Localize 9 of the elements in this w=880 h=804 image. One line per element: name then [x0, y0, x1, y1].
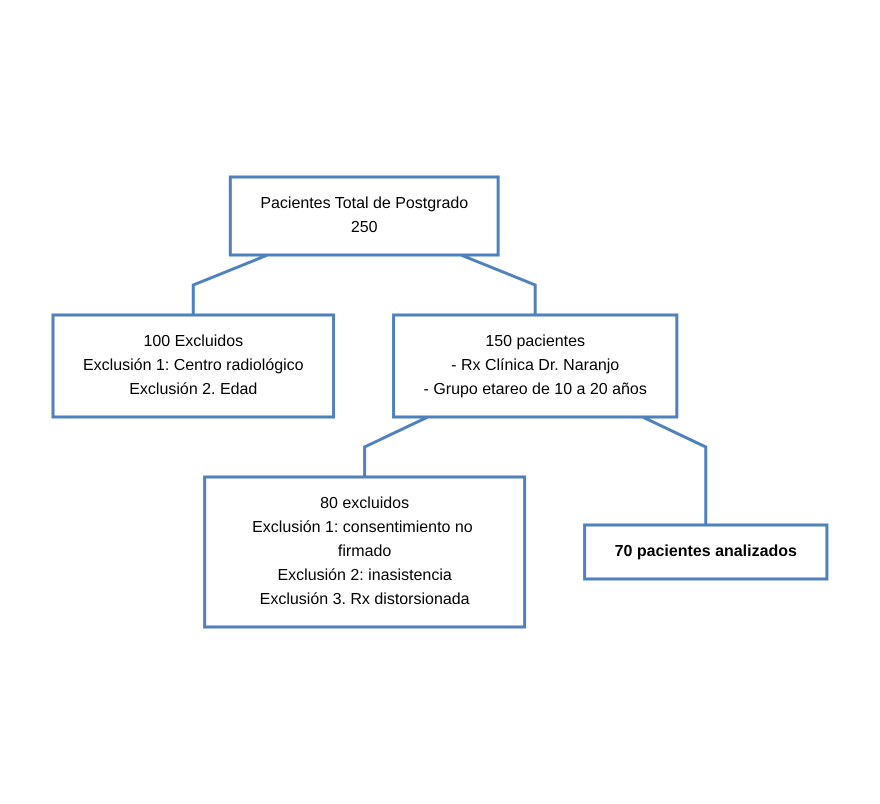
- connector: [642, 416, 708, 525]
- node-box: 70 pacientes analizados: [583, 524, 828, 580]
- connector: [192, 254, 268, 315]
- node-box: 80 excluidos Exclusión 1: consentimiento no firmado Exclusión 2: inasistencia Exclusión 3. Rx distorsionada: [203, 476, 526, 628]
- node-box: 150 pacientes - Rx Clínica Dr. Naranjo - Grupo etareo de 10 a 20 años: [392, 314, 678, 418]
- node-box: Pacientes Total de Postgrado 250: [228, 176, 500, 256]
- connector: [363, 416, 428, 477]
- connector: [460, 254, 537, 315]
- node-box: 100 Excluidos Exclusión 1: Centro radiológico Exclusión 2. Edad: [52, 314, 336, 418]
